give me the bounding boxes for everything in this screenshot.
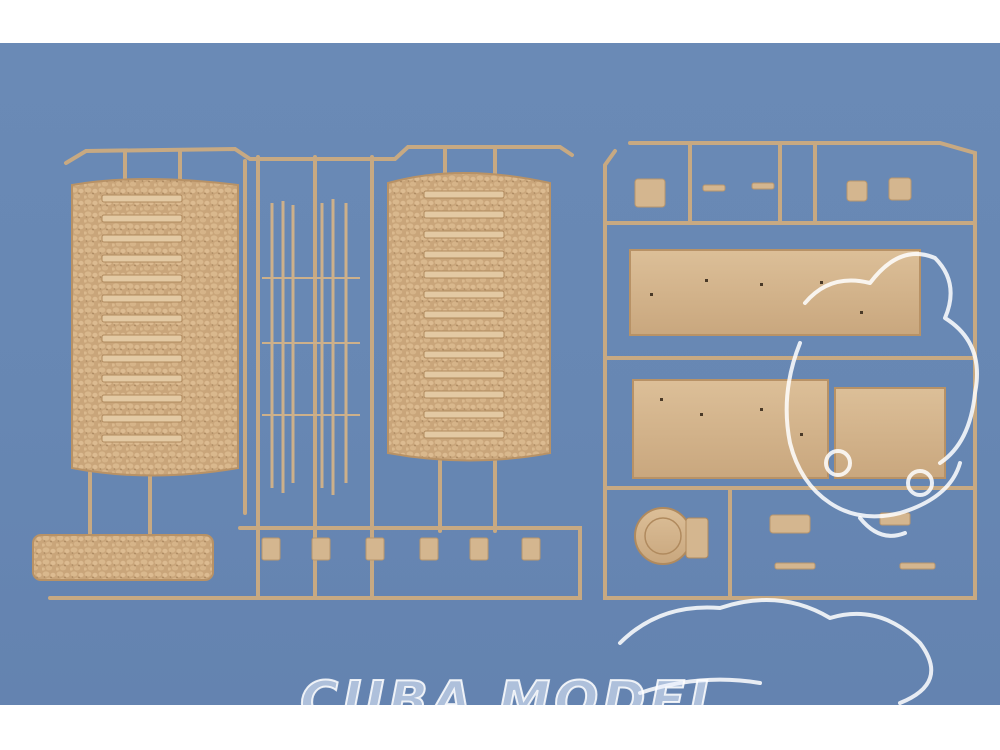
round-hatch-part: [634, 507, 709, 565]
rock-block-part: [32, 534, 214, 581]
right-sprue: [603, 141, 977, 600]
product-photo: CUBA MODEL: [0, 43, 1000, 705]
small-parts-row: [261, 537, 541, 561]
watermark-mascot-logo: [618, 251, 979, 705]
hull-plate-lower: [632, 379, 946, 479]
track-section-right: [387, 172, 551, 462]
model-kit-sprues: [32, 141, 979, 705]
track-section-left: [71, 178, 239, 477]
watermark-text: CUBA MODEL: [299, 670, 727, 705]
rod-parts: [262, 199, 360, 495]
small-fittings: [634, 177, 912, 208]
hull-plate-upper: [629, 249, 921, 336]
left-sprue: [48, 145, 582, 600]
misc-small-parts: [769, 512, 936, 570]
